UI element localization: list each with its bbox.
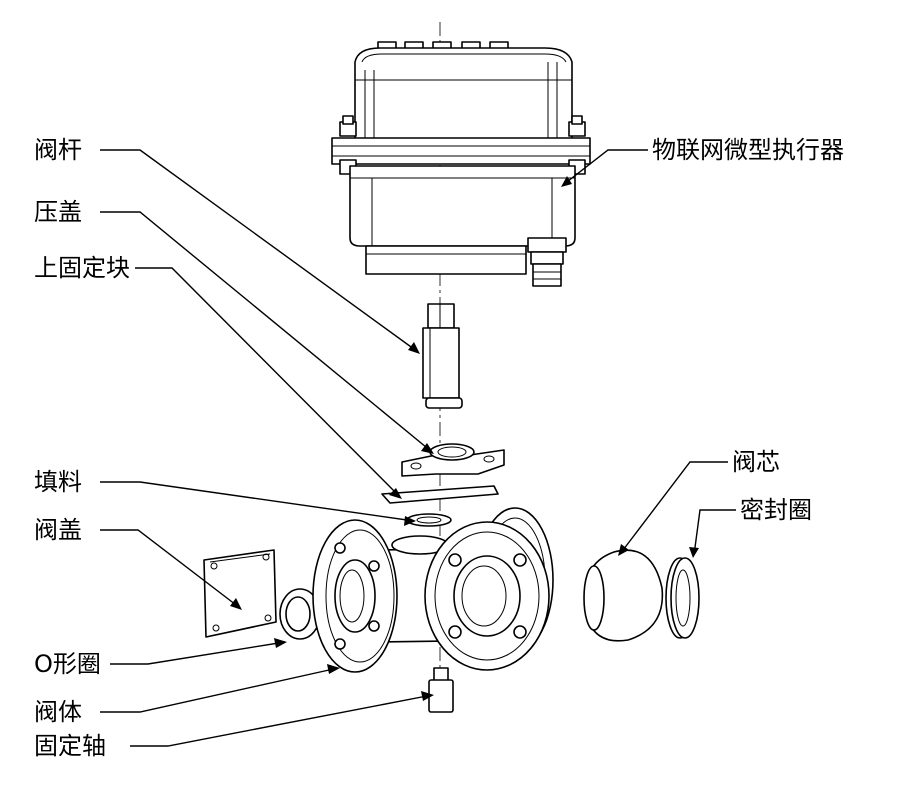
label-valve-stem: 阀杆	[34, 136, 82, 164]
fixed-shaft-part	[428, 667, 454, 713]
o-ring-part	[279, 588, 321, 640]
label-packing: 填料	[34, 468, 82, 496]
valve-body-part	[312, 507, 554, 673]
gland-part	[401, 443, 505, 477]
label-o-ring: O形圈	[34, 650, 101, 678]
leader-lines	[100, 149, 736, 747]
upper-fixing-block-part	[381, 485, 499, 504]
valve-core-part	[583, 549, 664, 642]
actuator-part	[331, 41, 591, 287]
label-valve-core: 阀芯	[732, 448, 780, 476]
seal-ring-part	[665, 557, 700, 639]
label-gland: 压盖	[34, 198, 82, 226]
label-valve-body: 阀体	[34, 698, 82, 726]
valve-stem-part	[422, 303, 463, 409]
label-upper-fixing-block: 上固定块	[34, 254, 130, 282]
label-valve-cover: 阀盖	[34, 516, 82, 544]
valve-cover-part	[203, 549, 277, 638]
label-seal-ring: 密封圈	[740, 496, 812, 524]
label-actuator: 物联网微型执行器	[652, 136, 844, 164]
label-fixed-shaft: 固定轴	[34, 732, 106, 760]
